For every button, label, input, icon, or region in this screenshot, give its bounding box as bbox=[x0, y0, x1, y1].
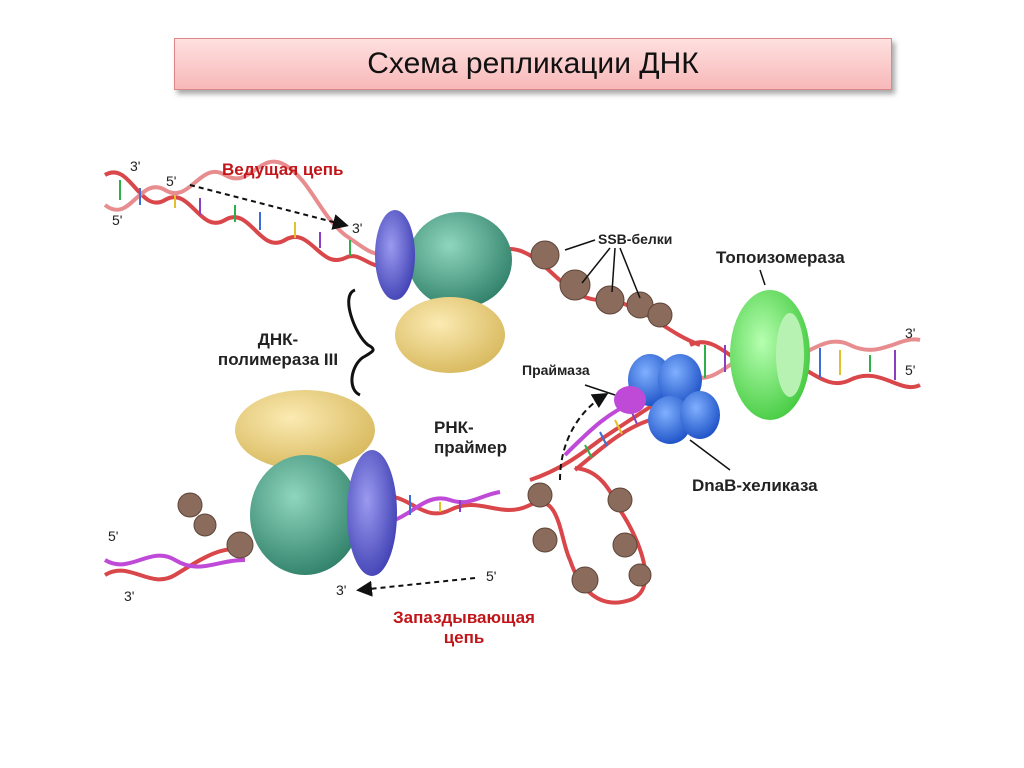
polymerase-label: ДНК- полимераза III bbox=[178, 330, 378, 370]
lagging-label-line1: Запаздывающая bbox=[393, 608, 535, 627]
prime-lead-3-arrow: 3' bbox=[352, 220, 363, 236]
prime-lead-5-arrow: 5' bbox=[166, 173, 177, 189]
lagging-label-line2: цепь bbox=[443, 628, 485, 647]
rna-primer-label: РНК- праймер bbox=[434, 418, 507, 458]
prime-lead-3-top: 3' bbox=[130, 158, 141, 174]
polymerase-lower bbox=[235, 390, 397, 576]
leading-strand-label: Ведущая цепь bbox=[222, 160, 344, 179]
prime-lag-5-arrow: 5' bbox=[486, 568, 497, 584]
primase-icon bbox=[614, 386, 646, 414]
lagging-strand-helix bbox=[103, 466, 648, 605]
topoisomerase-label: Топоизомераза bbox=[716, 248, 845, 267]
page-title: Схема репликации ДНК bbox=[367, 47, 699, 80]
lagging-direction-arrow bbox=[356, 577, 476, 597]
leading-strand-helix bbox=[103, 159, 386, 268]
topoisomerase-icon bbox=[730, 290, 810, 420]
prime-right-3: 3' bbox=[905, 325, 916, 341]
rna-primer-label-line2: праймер bbox=[434, 438, 507, 457]
prime-lead-5-bottom: 5' bbox=[112, 212, 123, 228]
ssb-proteins bbox=[177, 240, 673, 594]
prime-lag-3-left: 3' bbox=[124, 588, 135, 604]
prime-lag-5-left: 5' bbox=[108, 528, 119, 544]
polymerase-upper bbox=[375, 210, 512, 373]
ssb-pointer-lines bbox=[564, 239, 641, 299]
title-banner: Схема репликации ДНК bbox=[174, 38, 892, 90]
polymerase-label-line2: полимераза III bbox=[217, 350, 339, 369]
rna-primer-label-line1: РНК- bbox=[434, 418, 474, 437]
lagging-strand-label: Запаздывающая цепь bbox=[376, 608, 552, 648]
polymerase-brace bbox=[347, 288, 375, 397]
polymerase-label-line1: ДНК- bbox=[257, 330, 299, 349]
prime-right-5: 5' bbox=[905, 362, 916, 378]
helicase-label: DnaB-хеликаза bbox=[692, 476, 818, 495]
primase-label: Праймаза bbox=[522, 362, 590, 378]
prime-lag-3-arrow: 3' bbox=[336, 582, 347, 598]
ssb-label: SSB-белки bbox=[598, 231, 673, 247]
